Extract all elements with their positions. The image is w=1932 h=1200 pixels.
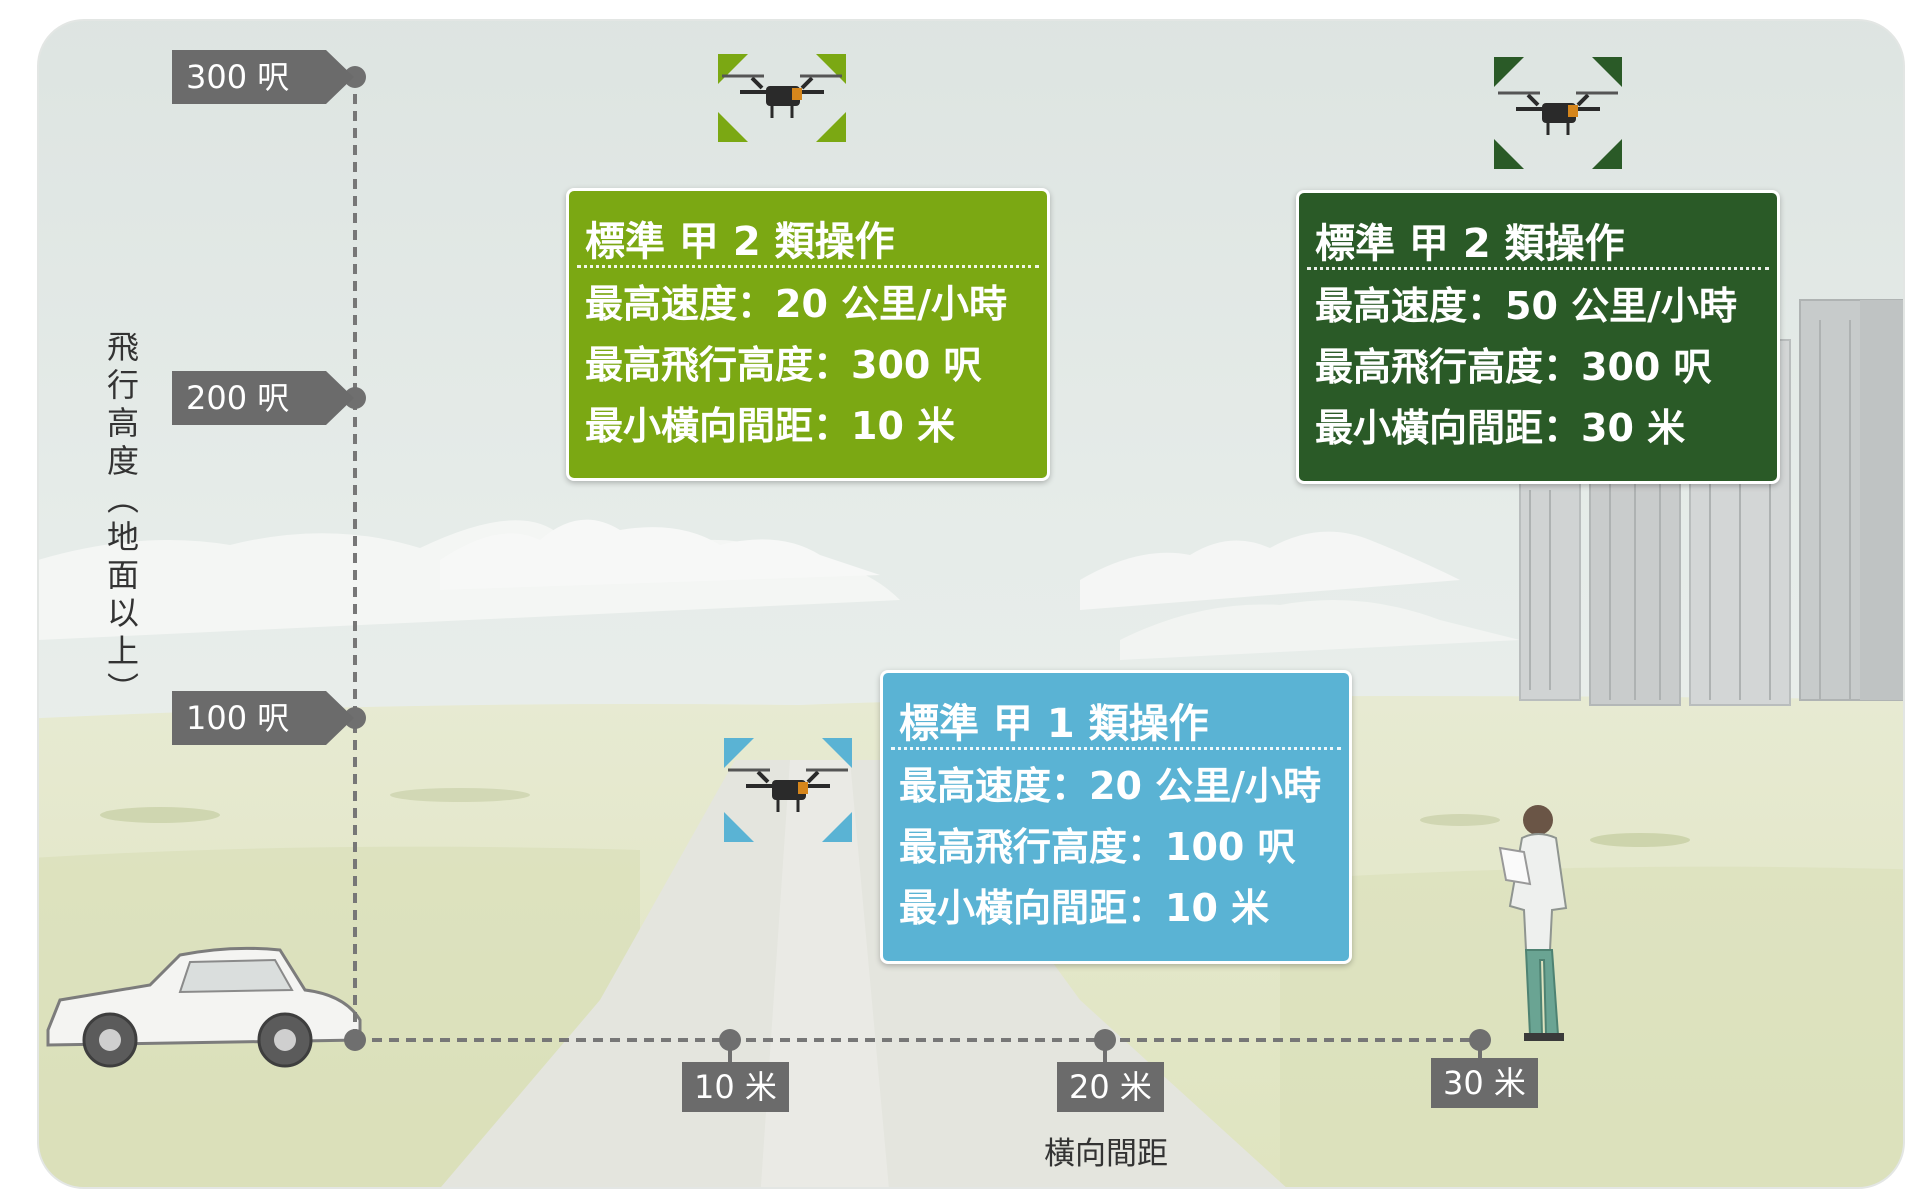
card-row-distance: 最小橫向間距：10 米 bbox=[585, 404, 956, 448]
x-tick-20: 20 米 bbox=[1057, 1062, 1164, 1112]
card-row-altitude: 最高飛行高度：300 呎 bbox=[585, 343, 982, 387]
card-divider bbox=[1307, 267, 1769, 270]
person-icon bbox=[1498, 805, 1568, 1041]
info-card-a1: 標準 甲 1 類操作 最高速度：20 公里/小時 最高飛行高度：100 呎 最小… bbox=[880, 670, 1352, 964]
y-axis-title: 飛行高度（地面以上） bbox=[102, 330, 140, 710]
card-row-altitude: 最高飛行高度：300 呎 bbox=[1315, 345, 1712, 389]
x-tick-10: 10 米 bbox=[682, 1062, 789, 1112]
card-row-speed: 最高速度：50 公里/小時 bbox=[1315, 284, 1737, 328]
y-tick-100: 100 呎 bbox=[172, 691, 354, 745]
info-card-a2-50kmh: 標準 甲 2 類操作 最高速度：50 公里/小時 最高飛行高度：300 呎 最小… bbox=[1296, 190, 1780, 484]
info-card-a2-20kmh: 標準 甲 2 類操作 最高速度：20 公里/小時 最高飛行高度：300 呎 最小… bbox=[566, 188, 1050, 481]
x-axis-title: 橫向間距 bbox=[1044, 1136, 1168, 1172]
y-tick-200: 200 呎 bbox=[172, 371, 354, 425]
card-title: 標準 甲 2 類操作 bbox=[1315, 221, 1625, 267]
drone-icon bbox=[1494, 57, 1622, 169]
drone-icon bbox=[718, 54, 846, 142]
card-divider bbox=[891, 747, 1341, 750]
card-row-altitude: 最高飛行高度：100 呎 bbox=[899, 825, 1296, 869]
card-row-distance: 最小橫向間距：10 米 bbox=[899, 886, 1270, 930]
drone-icon bbox=[724, 738, 852, 842]
x-tick-30: 30 米 bbox=[1431, 1058, 1538, 1108]
card-row-speed: 最高速度：20 公里/小時 bbox=[585, 282, 1007, 326]
y-tick-300: 300 呎 bbox=[172, 50, 354, 104]
car-icon bbox=[46, 946, 362, 1068]
card-divider bbox=[577, 265, 1039, 268]
card-row-speed: 最高速度：20 公里/小時 bbox=[899, 764, 1321, 808]
card-row-distance: 最小橫向間距：30 米 bbox=[1315, 406, 1686, 450]
card-title: 標準 甲 2 類操作 bbox=[585, 219, 895, 265]
card-title: 標準 甲 1 類操作 bbox=[899, 701, 1209, 747]
